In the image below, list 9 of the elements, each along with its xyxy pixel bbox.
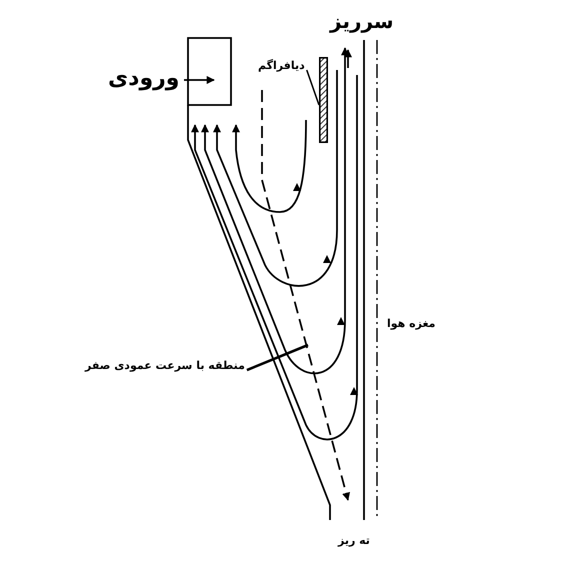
- inlet-label: ورودی: [108, 67, 180, 92]
- outlet-label: ته ریز: [338, 535, 370, 548]
- part-label: منطقه با سرعت عمودی صفر: [85, 360, 245, 372]
- outlet-label: سرریز: [330, 10, 394, 32]
- leader-line: [246, 344, 308, 372]
- leader-line: [306, 70, 320, 106]
- core-label: مغزه هوا: [387, 318, 436, 330]
- diaphragm: [319, 57, 328, 143]
- part-label: دیافراگم: [258, 60, 305, 72]
